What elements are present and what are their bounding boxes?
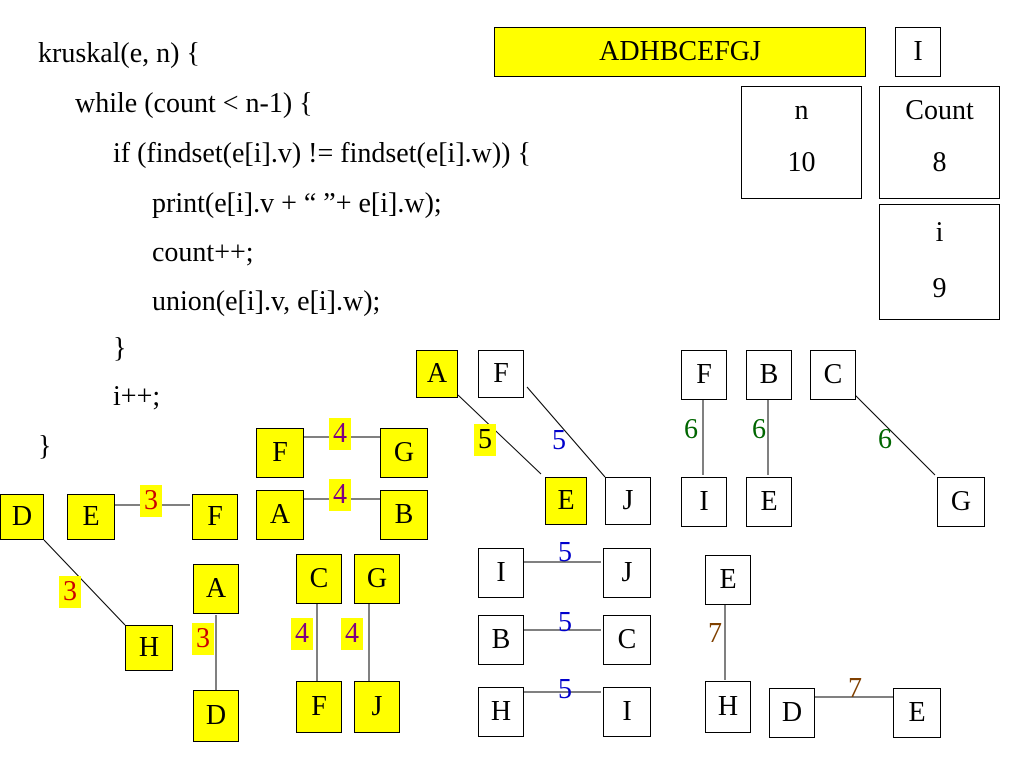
edge-weight-label: 3 [140,485,162,517]
node-F: F [296,681,342,733]
node-C: C [296,554,342,604]
node-E: E [893,688,941,738]
node-F: F [478,350,524,398]
edge-A-E [457,394,542,475]
edge-weight-label: 6 [878,424,892,455]
node-D: D [769,688,815,738]
node-B: B [746,350,792,400]
edge-weight-label: 7 [708,618,722,649]
node-A: A [256,490,304,540]
edge-weight-label: 5 [558,674,572,705]
var-i-value: 9 [932,273,947,304]
node-H: H [705,681,751,733]
code-line-3: if (findset(e[i].v) != findset(e[i].w)) … [113,138,531,169]
pending-node-box: I [895,27,941,77]
edge-weight-label: 4 [291,618,313,650]
node-C: C [603,615,651,665]
edge-weight-label: 6 [752,414,766,445]
code-line-2: while (count < n-1) { [75,88,313,119]
edge-weight-label: 5 [558,607,572,638]
edge-weight-label: 7 [848,673,862,704]
node-I: I [603,687,651,737]
edge-D-H [43,539,126,626]
edge-weight-label: 4 [329,418,351,450]
edge-weight-label: 5 [474,424,496,456]
code-line-4: print(e[i].v + “ ”+ e[i].w); [152,188,442,219]
node-E: E [746,477,792,527]
node-F: F [681,350,727,400]
var-n-box: n 10 [741,86,862,199]
code-line-5: count++; [152,237,254,268]
var-n-label: n [794,95,809,126]
edge-weight-label: 6 [684,414,698,445]
node-H: H [125,625,173,671]
node-F: F [192,494,238,540]
edge-F-J [526,386,606,478]
code-line-1: kruskal(e, n) { [38,38,200,69]
node-G: G [354,554,400,604]
edge-weight-label: 4 [329,479,351,511]
var-count-box: Count 8 [879,86,1000,199]
node-E: E [705,555,751,605]
edge-weight-label: 3 [59,576,81,608]
node-D: D [0,494,44,540]
node-A: A [193,564,239,614]
var-count-value: 8 [932,147,947,178]
edge-C-G [854,394,936,476]
node-C: C [810,350,856,400]
code-line-8: i++; [113,381,161,412]
node-D: D [193,690,239,742]
edge-weight-label: 3 [192,623,214,655]
node-J: J [603,548,651,598]
edge-weight-label: 5 [558,537,572,568]
edge-weight-label: 4 [341,618,363,650]
code-line-9: } [38,431,52,462]
output-sequence-box: ADHBCEFGJ [494,27,866,77]
node-B: B [380,490,428,540]
code-line-6: union(e[i].v, e[i].w); [152,286,381,317]
var-n-value: 10 [787,147,816,178]
code-line-7: } [113,333,127,364]
node-I: I [681,477,727,527]
node-F: F [256,428,304,478]
var-i-label: i [935,217,944,248]
node-E: E [545,477,587,525]
node-E: E [67,494,115,540]
var-i-box: i 9 [879,204,1000,320]
var-count-label: Count [905,95,974,126]
node-G: G [380,428,428,478]
node-H: H [478,687,524,737]
node-J: J [354,681,400,733]
edge-weight-label: 5 [552,425,566,456]
node-B: B [478,615,524,665]
node-G: G [937,477,985,527]
node-I: I [478,548,524,598]
node-J: J [605,477,651,525]
node-A: A [416,350,458,398]
